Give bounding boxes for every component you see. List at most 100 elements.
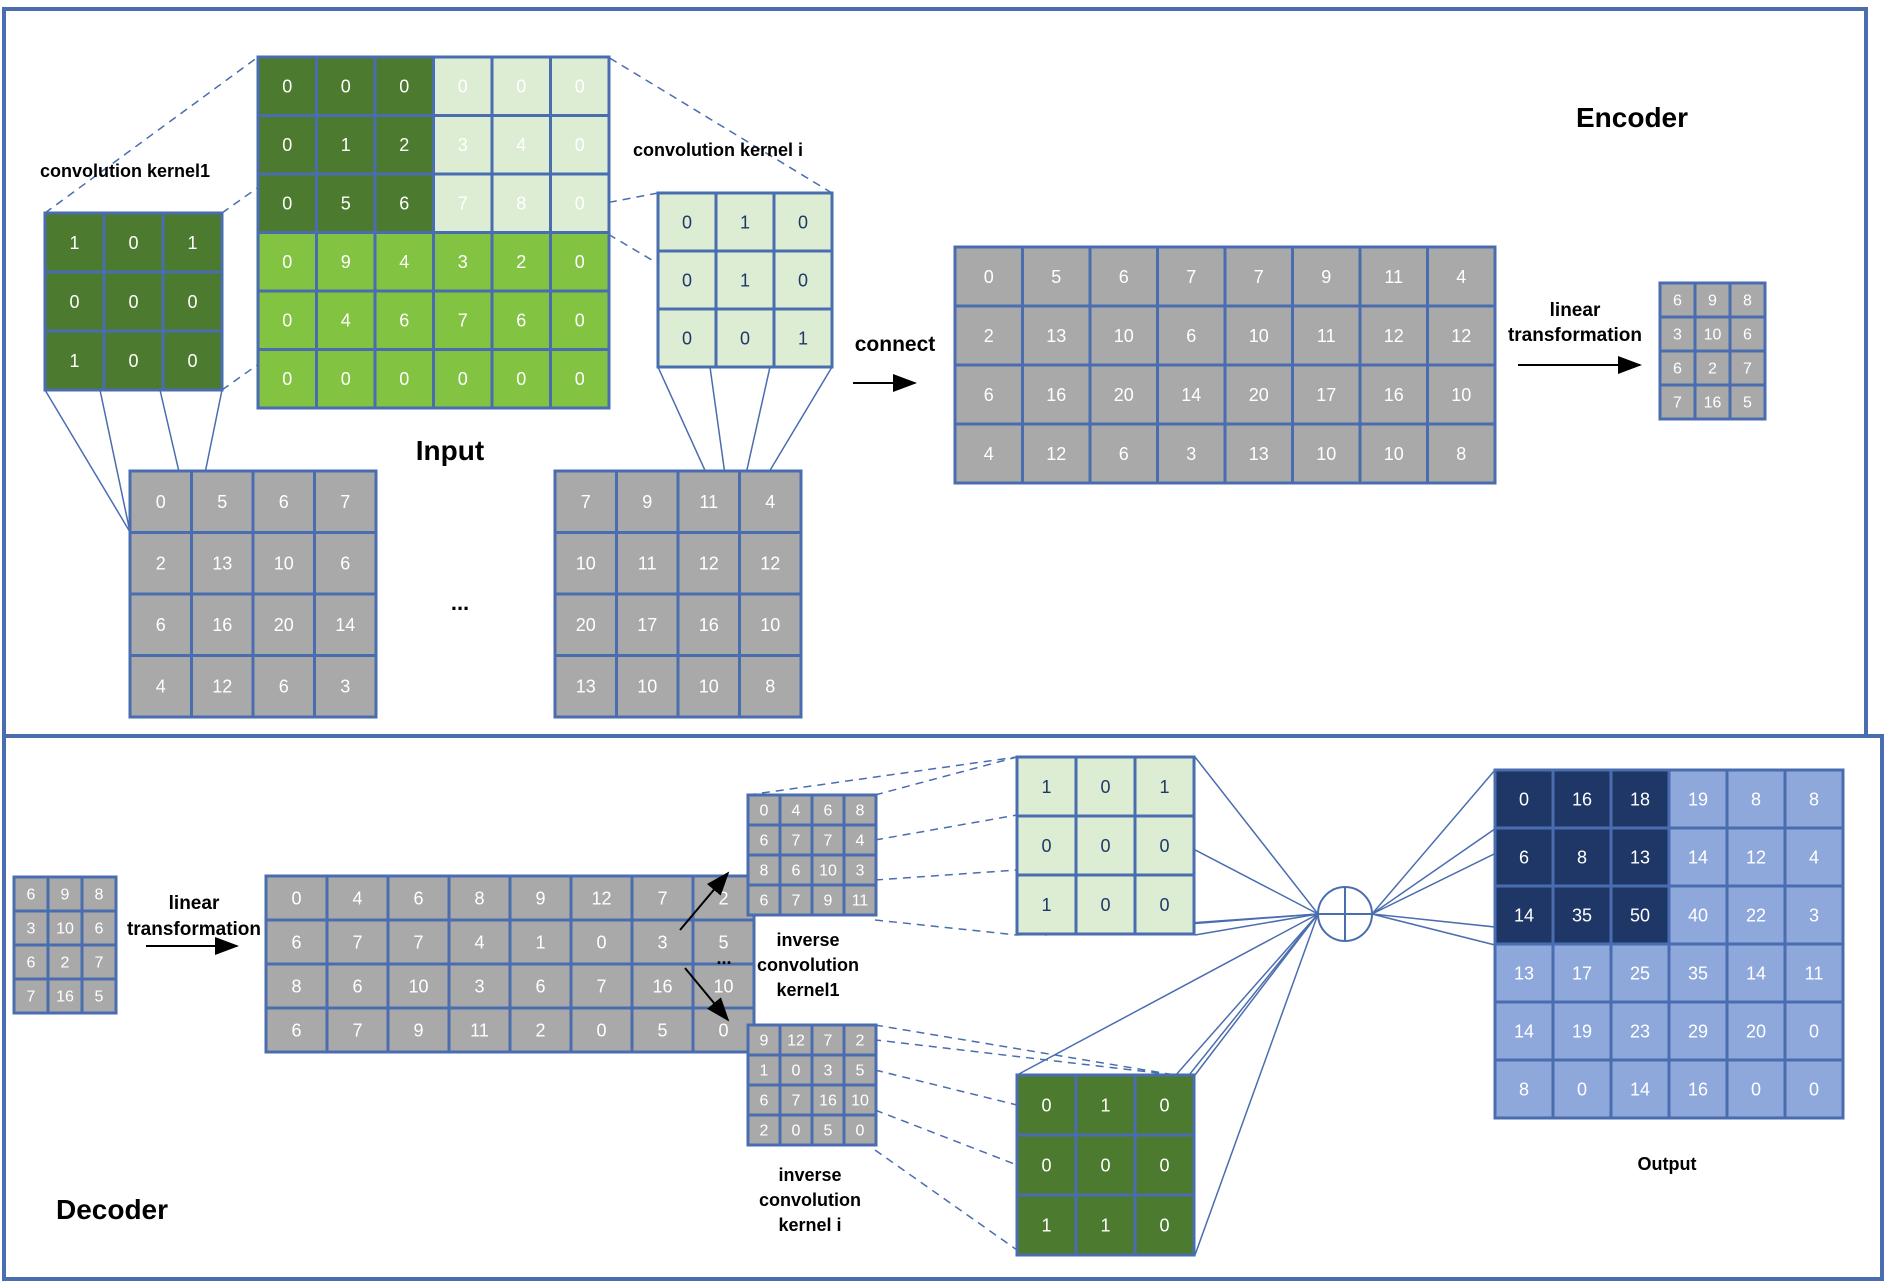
split-matrix-1-cell (810, 793, 846, 827)
split-matrix-i-value: 0 (792, 1063, 801, 1080)
input-matrix-value: 6 (516, 311, 526, 331)
output-matrix-value: 19 (1688, 789, 1708, 809)
output-matrix-value: 0 (1809, 1079, 1819, 1099)
connected-matrix-value: 16 (1384, 385, 1404, 405)
connected-matrix-cell (1358, 245, 1429, 308)
connected-matrix-value: 12 (1384, 326, 1404, 346)
feature-map-1-value: 5 (217, 492, 227, 512)
split-matrix-1-value: 7 (792, 893, 801, 910)
decoder-code-matrix-cell (12, 977, 50, 1015)
connected-matrix-cell (1156, 363, 1227, 426)
input-label: Input (416, 435, 484, 466)
encoder-code-matrix-value: 5 (1743, 395, 1752, 412)
output-matrix-value: 13 (1514, 963, 1534, 983)
input-matrix-value: 0 (399, 77, 409, 97)
inv-kernel1-label-line1: inverse (776, 930, 839, 950)
decoder-code-matrix-value: 6 (27, 955, 36, 972)
split-matrix-1-value: 0 (760, 803, 769, 820)
projection-line (1194, 913, 1319, 1256)
feature-map-1-cell (190, 592, 255, 657)
input-matrix-value: 4 (341, 311, 351, 331)
output-matrix-cell (1667, 768, 1729, 830)
encoder-code-matrix-value: 8 (1743, 293, 1752, 310)
kernel1-matrix-value: 0 (128, 233, 138, 253)
connected-matrix-cell (1021, 304, 1092, 367)
expanded-matrix-cell (447, 962, 512, 1010)
feature-map-i-cell (615, 531, 680, 596)
input-matrix-value: 0 (341, 369, 351, 389)
split-matrix-1-value: 7 (792, 833, 801, 850)
connected-matrix-cell (1426, 304, 1497, 367)
output-matrix-value: 14 (1688, 847, 1708, 867)
expanded-matrix-cell (447, 1006, 512, 1054)
expanded-matrix-value: 7 (352, 932, 362, 952)
dashed-projection-line (747, 756, 1018, 796)
encoder-code-matrix-cell (1728, 383, 1767, 421)
input-matrix-value: 4 (516, 135, 526, 155)
split-matrix-i-cell (810, 1023, 846, 1057)
input-matrix-value: 0 (575, 252, 585, 272)
feature-map-1-cell (190, 654, 255, 719)
dashed-projection-line (874, 756, 1018, 796)
feature-map-1-value: 7 (340, 492, 350, 512)
connected-matrix-value: 11 (1317, 326, 1336, 346)
feature-map-i-value: 12 (699, 554, 719, 574)
output-matrix-value: 20 (1746, 1021, 1766, 1041)
split-matrix-i-cell (810, 1083, 846, 1117)
projection-line (1371, 769, 1496, 915)
connected-matrix-value: 5 (1051, 267, 1061, 287)
output-matrix-value: 11 (1805, 963, 1824, 983)
connected-matrix-cell (1088, 245, 1159, 308)
inv-kernel1-matrix-value: 0 (1100, 836, 1110, 856)
encoder-code-matrix-value: 6 (1673, 293, 1682, 310)
input-matrix-value: 2 (399, 135, 409, 155)
inv-kernel1-matrix-value: 0 (1100, 777, 1110, 797)
expanded-matrix-cell (386, 962, 451, 1010)
inv-kernel1-matrix-value: 0 (1100, 895, 1110, 915)
split-matrix-i-value: 0 (856, 1123, 865, 1140)
inv-kernel1-matrix-value: 0 (1041, 836, 1051, 856)
output-matrix-value: 18 (1630, 789, 1650, 809)
output-matrix-value: 40 (1688, 905, 1708, 925)
inv-kernel-i-matrix-value: 1 (1100, 1095, 1110, 1115)
split-matrix-i-value: 7 (824, 1033, 833, 1050)
decoder-panel (2, 734, 1884, 1281)
input-matrix-cell (373, 172, 435, 234)
inv-kernel1-matrix-value: 1 (1041, 777, 1051, 797)
connected-matrix-value: 13 (1046, 326, 1066, 346)
kernel-i-matrix-value: 0 (682, 270, 692, 290)
input-matrix-value: 0 (282, 311, 292, 331)
inv-kernel1-matrix-value: 1 (1041, 895, 1051, 915)
output-matrix-value: 35 (1572, 905, 1592, 925)
output-matrix-value: 14 (1630, 1079, 1650, 1099)
feature-map-1-value: 12 (212, 677, 232, 697)
output-matrix-value: 16 (1688, 1079, 1708, 1099)
feature-map-1-cell (313, 592, 378, 657)
split-matrix-1-value: 8 (760, 863, 769, 880)
split-matrix-i-value: 6 (760, 1093, 769, 1110)
expanded-matrix-value: 0 (596, 1020, 606, 1040)
expanded-matrix-value: 7 (352, 1020, 362, 1040)
input-matrix-cell (315, 172, 377, 234)
sum-icon (1317, 886, 1373, 942)
input-matrix-cell (432, 231, 494, 293)
split-matrix-i-value: 16 (819, 1093, 837, 1110)
input-matrix-value: 0 (282, 135, 292, 155)
input-matrix-value: 0 (282, 369, 292, 389)
feature-map-i-cell (676, 531, 741, 596)
kernel1-matrix-value: 1 (69, 233, 79, 253)
split-matrix-1-cell (842, 823, 878, 857)
inv-kernel1-matrix-value: 1 (1159, 777, 1169, 797)
feature-map-i-value: 10 (699, 677, 719, 697)
connected-matrix-cell (1426, 363, 1497, 426)
input-matrix-value: 8 (516, 194, 526, 214)
expanded-matrix-value: 0 (596, 932, 606, 952)
feature-map-1-value: 3 (340, 677, 350, 697)
feature-map-i-cell (676, 469, 741, 534)
